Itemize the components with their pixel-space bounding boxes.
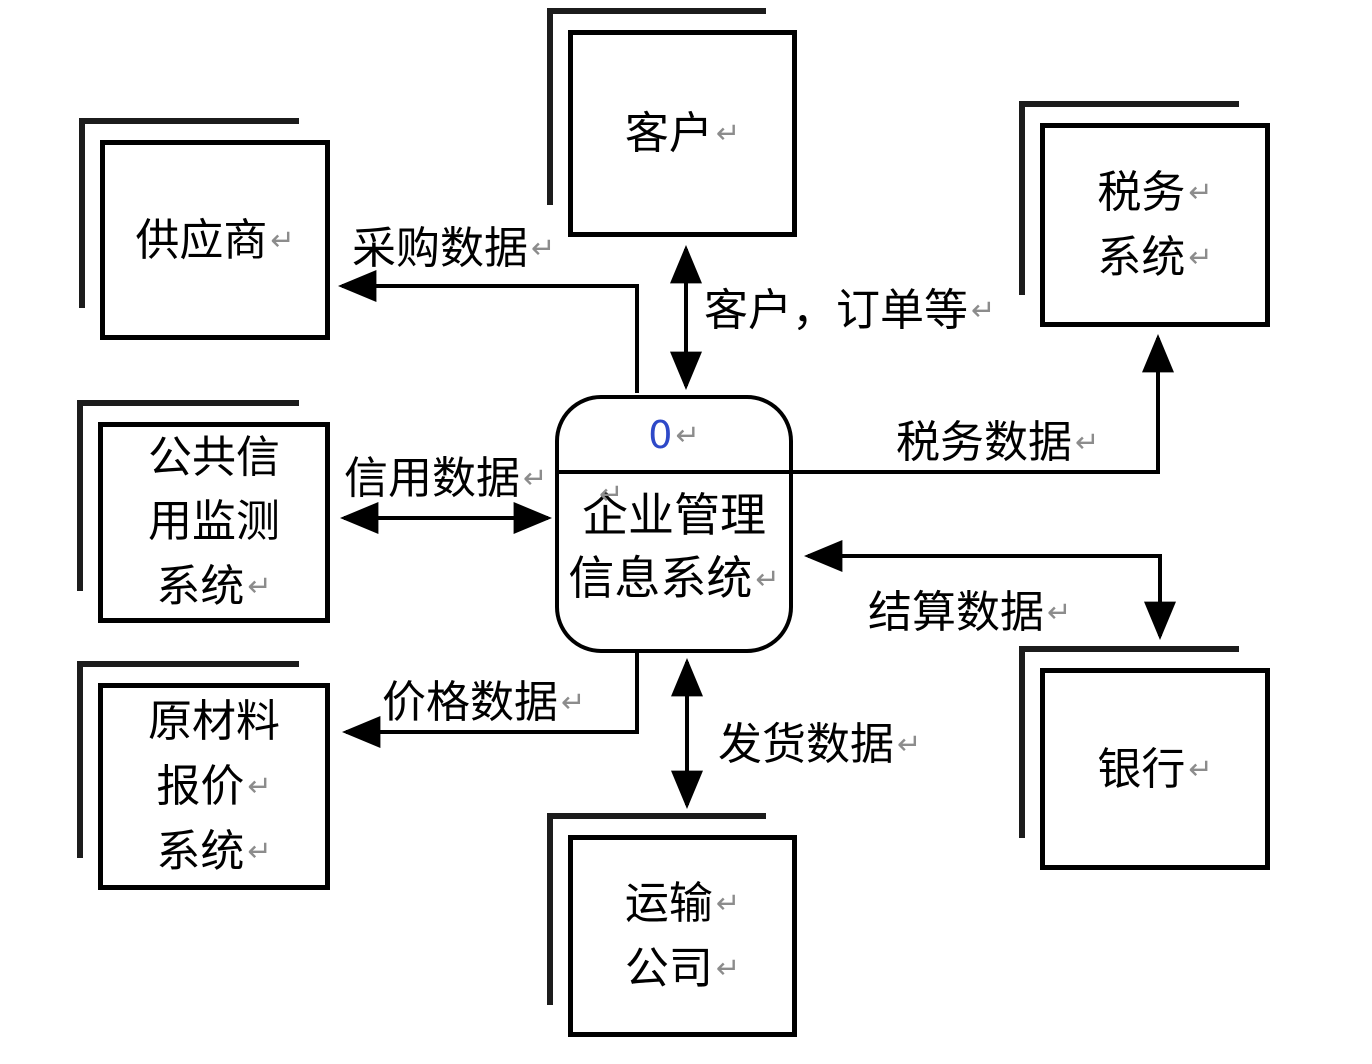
flow-label-tax-data: 税务数据↵ (896, 417, 1100, 468)
text-line: 客户↵ (624, 108, 741, 159)
flow-label-credit-data: 信用数据↵ (344, 453, 548, 504)
return-mark-icon: ↵ (715, 886, 741, 920)
flow-label-shipping-data: 发货数据↵ (718, 719, 922, 770)
return-mark-icon: ↵ (247, 768, 272, 803)
return-mark-icon: ↵ (1047, 595, 1072, 629)
supplier-shadow-left (79, 118, 85, 308)
flow-arrow-tax (793, 334, 1174, 474)
return-mark-icon: ↵ (715, 116, 741, 150)
bank-shadow-top (1019, 646, 1239, 652)
text-line: 供应商↵ (135, 214, 295, 266)
transport-shadow-left (547, 813, 553, 1005)
flow-label-settlement-data: 结算数据↵ (868, 587, 1072, 638)
text-line: 运输↵ (624, 878, 741, 929)
entity-bank: 银行↵ (1040, 668, 1270, 870)
text-line: 银行↵ (1097, 743, 1213, 795)
return-mark-icon: ↵ (755, 562, 780, 596)
return-mark-icon: ↵ (599, 477, 624, 511)
customer-shadow-top (547, 8, 766, 14)
text-line: 系统↵ (156, 561, 272, 612)
return-mark-icon: ↵ (897, 727, 922, 761)
supplier-shadow-top (79, 118, 299, 124)
customer-shadow-left (547, 8, 553, 205)
text-line: 原材料 (148, 695, 280, 747)
entity-tax-system: 税务↵ 系统↵ (1040, 123, 1270, 327)
text-line: 公共信 (148, 432, 280, 483)
transport-shadow-top (547, 813, 766, 819)
return-mark-icon: ↵ (270, 222, 295, 257)
return-mark-icon: ↵ (247, 569, 272, 603)
credit-system-shadow-left (77, 400, 83, 591)
return-mark-icon: ↵ (561, 685, 586, 719)
entity-customer: 客户↵ (568, 30, 797, 237)
return-mark-icon: ↵ (523, 461, 548, 495)
entity-credit-system: 公共信用监测系统↵ (98, 422, 330, 623)
raw-material-shadow-top (77, 661, 299, 667)
flow-arrow-purchase (338, 270, 639, 393)
text-line: 系统↵ (156, 825, 272, 877)
text-line: 公司↵ (624, 943, 741, 994)
process-enterprise-mis: 0↵ ↵ 企业管理信息系统↵ (555, 395, 793, 653)
entity-supplier: 供应商↵ (100, 140, 330, 340)
bank-shadow-left (1019, 646, 1025, 838)
flow-label-price-data: 价格数据↵ (382, 677, 586, 728)
return-mark-icon: ↵ (971, 293, 996, 327)
return-mark-icon: ↵ (1188, 240, 1213, 274)
process-number-row: 0↵ (559, 399, 789, 474)
text-line: 企业管理 (582, 488, 766, 542)
process-name: 企业管理信息系统↵ (559, 484, 789, 611)
flow-label-purchase-data: 采购数据↵ (352, 223, 556, 274)
return-mark-icon: ↵ (247, 833, 272, 868)
flow-label-customer-orders: 客户，订单等↵ (704, 285, 996, 336)
flow-arrow-price (342, 651, 639, 748)
tax-system-shadow-left (1019, 101, 1025, 295)
return-mark-icon: ↵ (1188, 175, 1213, 209)
raw-material-shadow-left (77, 661, 83, 858)
tax-system-shadow-top (1019, 101, 1239, 107)
text-line: 信息系统↵ (568, 551, 780, 605)
text-line: 报价↵ (156, 760, 272, 812)
return-mark-icon: ↵ (1188, 751, 1213, 786)
text-line: 税务↵ (1097, 167, 1213, 218)
text-line: 系统↵ (1097, 232, 1213, 283)
process-number: 0 (648, 412, 673, 457)
entity-raw-material-system: 原材料报价↵ 系统↵ (98, 683, 330, 890)
return-mark-icon: ↵ (1075, 425, 1100, 459)
credit-system-shadow-top (77, 400, 299, 406)
return-mark-icon: ↵ (675, 417, 700, 452)
return-mark-icon: ↵ (715, 951, 741, 985)
text-line: 用监测 (148, 496, 280, 547)
return-mark-icon: ↵ (531, 231, 556, 265)
entity-transport-company: 运输↵ 公司↵ (568, 835, 797, 1037)
